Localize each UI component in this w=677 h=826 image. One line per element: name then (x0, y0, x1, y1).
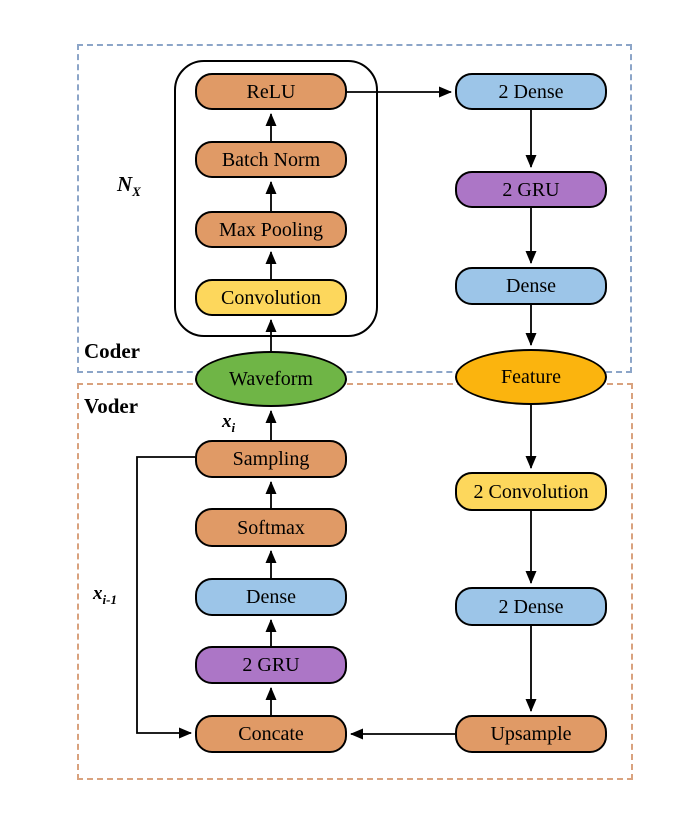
node-dense-encoder: Dense (455, 267, 607, 305)
node-dense-decoder: Dense (195, 578, 347, 616)
xi-label-main: x (222, 411, 232, 432)
node-2dense-encoder: 2 Dense (455, 73, 607, 110)
node-concate: Concate (195, 715, 347, 753)
node-upsample: Upsample (455, 715, 607, 753)
node-convolution: Convolution (195, 279, 347, 316)
node-2dense-decoder: 2 Dense (455, 587, 607, 626)
node-2gru-encoder: 2 GRU (455, 171, 607, 208)
node-softmax: Softmax (195, 508, 347, 547)
nx-repeat-container (174, 60, 378, 337)
nx-label: NX (117, 172, 141, 200)
xprev-label-main: x (93, 583, 103, 604)
node-2convolution: 2 Convolution (455, 472, 607, 511)
xprev-label: xi-1 (93, 584, 117, 606)
nx-label-sub: X (132, 184, 141, 200)
node-max-pooling: Max Pooling (195, 211, 347, 248)
node-feature: Feature (455, 349, 607, 405)
node-waveform: Waveform (195, 351, 347, 407)
node-batch-norm: Batch Norm (195, 141, 347, 178)
voder-region-box (77, 383, 633, 780)
xi-label: xi (222, 412, 235, 434)
xi-label-sub: i (231, 419, 236, 435)
voder-label: Voder (84, 394, 139, 418)
node-sampling: Sampling (195, 440, 347, 478)
xprev-label-sub: i-1 (102, 591, 117, 607)
nx-label-main: N (117, 172, 133, 196)
node-2gru-decoder: 2 GRU (195, 646, 347, 684)
node-relu: ReLU (195, 73, 347, 110)
coder-label: Coder (84, 339, 140, 363)
coder-region-box (77, 44, 632, 373)
